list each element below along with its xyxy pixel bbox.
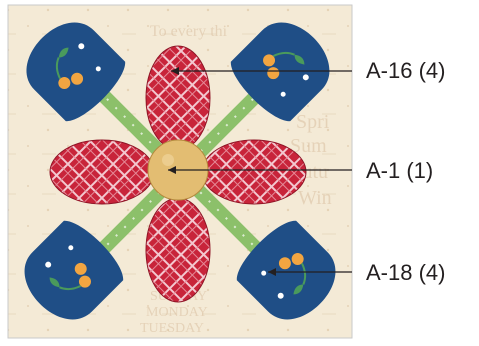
background-print-text: Win (298, 187, 332, 209)
red-plaid-petal-icon (49, 139, 155, 205)
background-print-text: Spri (296, 111, 330, 133)
leader-line (168, 166, 352, 174)
leader-line (171, 67, 352, 75)
callout-a1: A-1 (1) (366, 158, 434, 183)
background-print-text: Sum (290, 135, 327, 157)
callout-a16: A-16 (4) (366, 58, 446, 83)
background-print-text: TUESDAY (140, 321, 204, 336)
background-print-text: MONDAY (146, 305, 208, 320)
red-plaid-petal-icon (201, 139, 307, 205)
callout-a18: A-18 (4) (366, 260, 446, 285)
red-plaid-petal-icon (145, 45, 211, 151)
leader-line (268, 268, 352, 276)
background-print-text: To every thi (150, 23, 228, 40)
red-plaid-petal-icon (145, 197, 211, 303)
